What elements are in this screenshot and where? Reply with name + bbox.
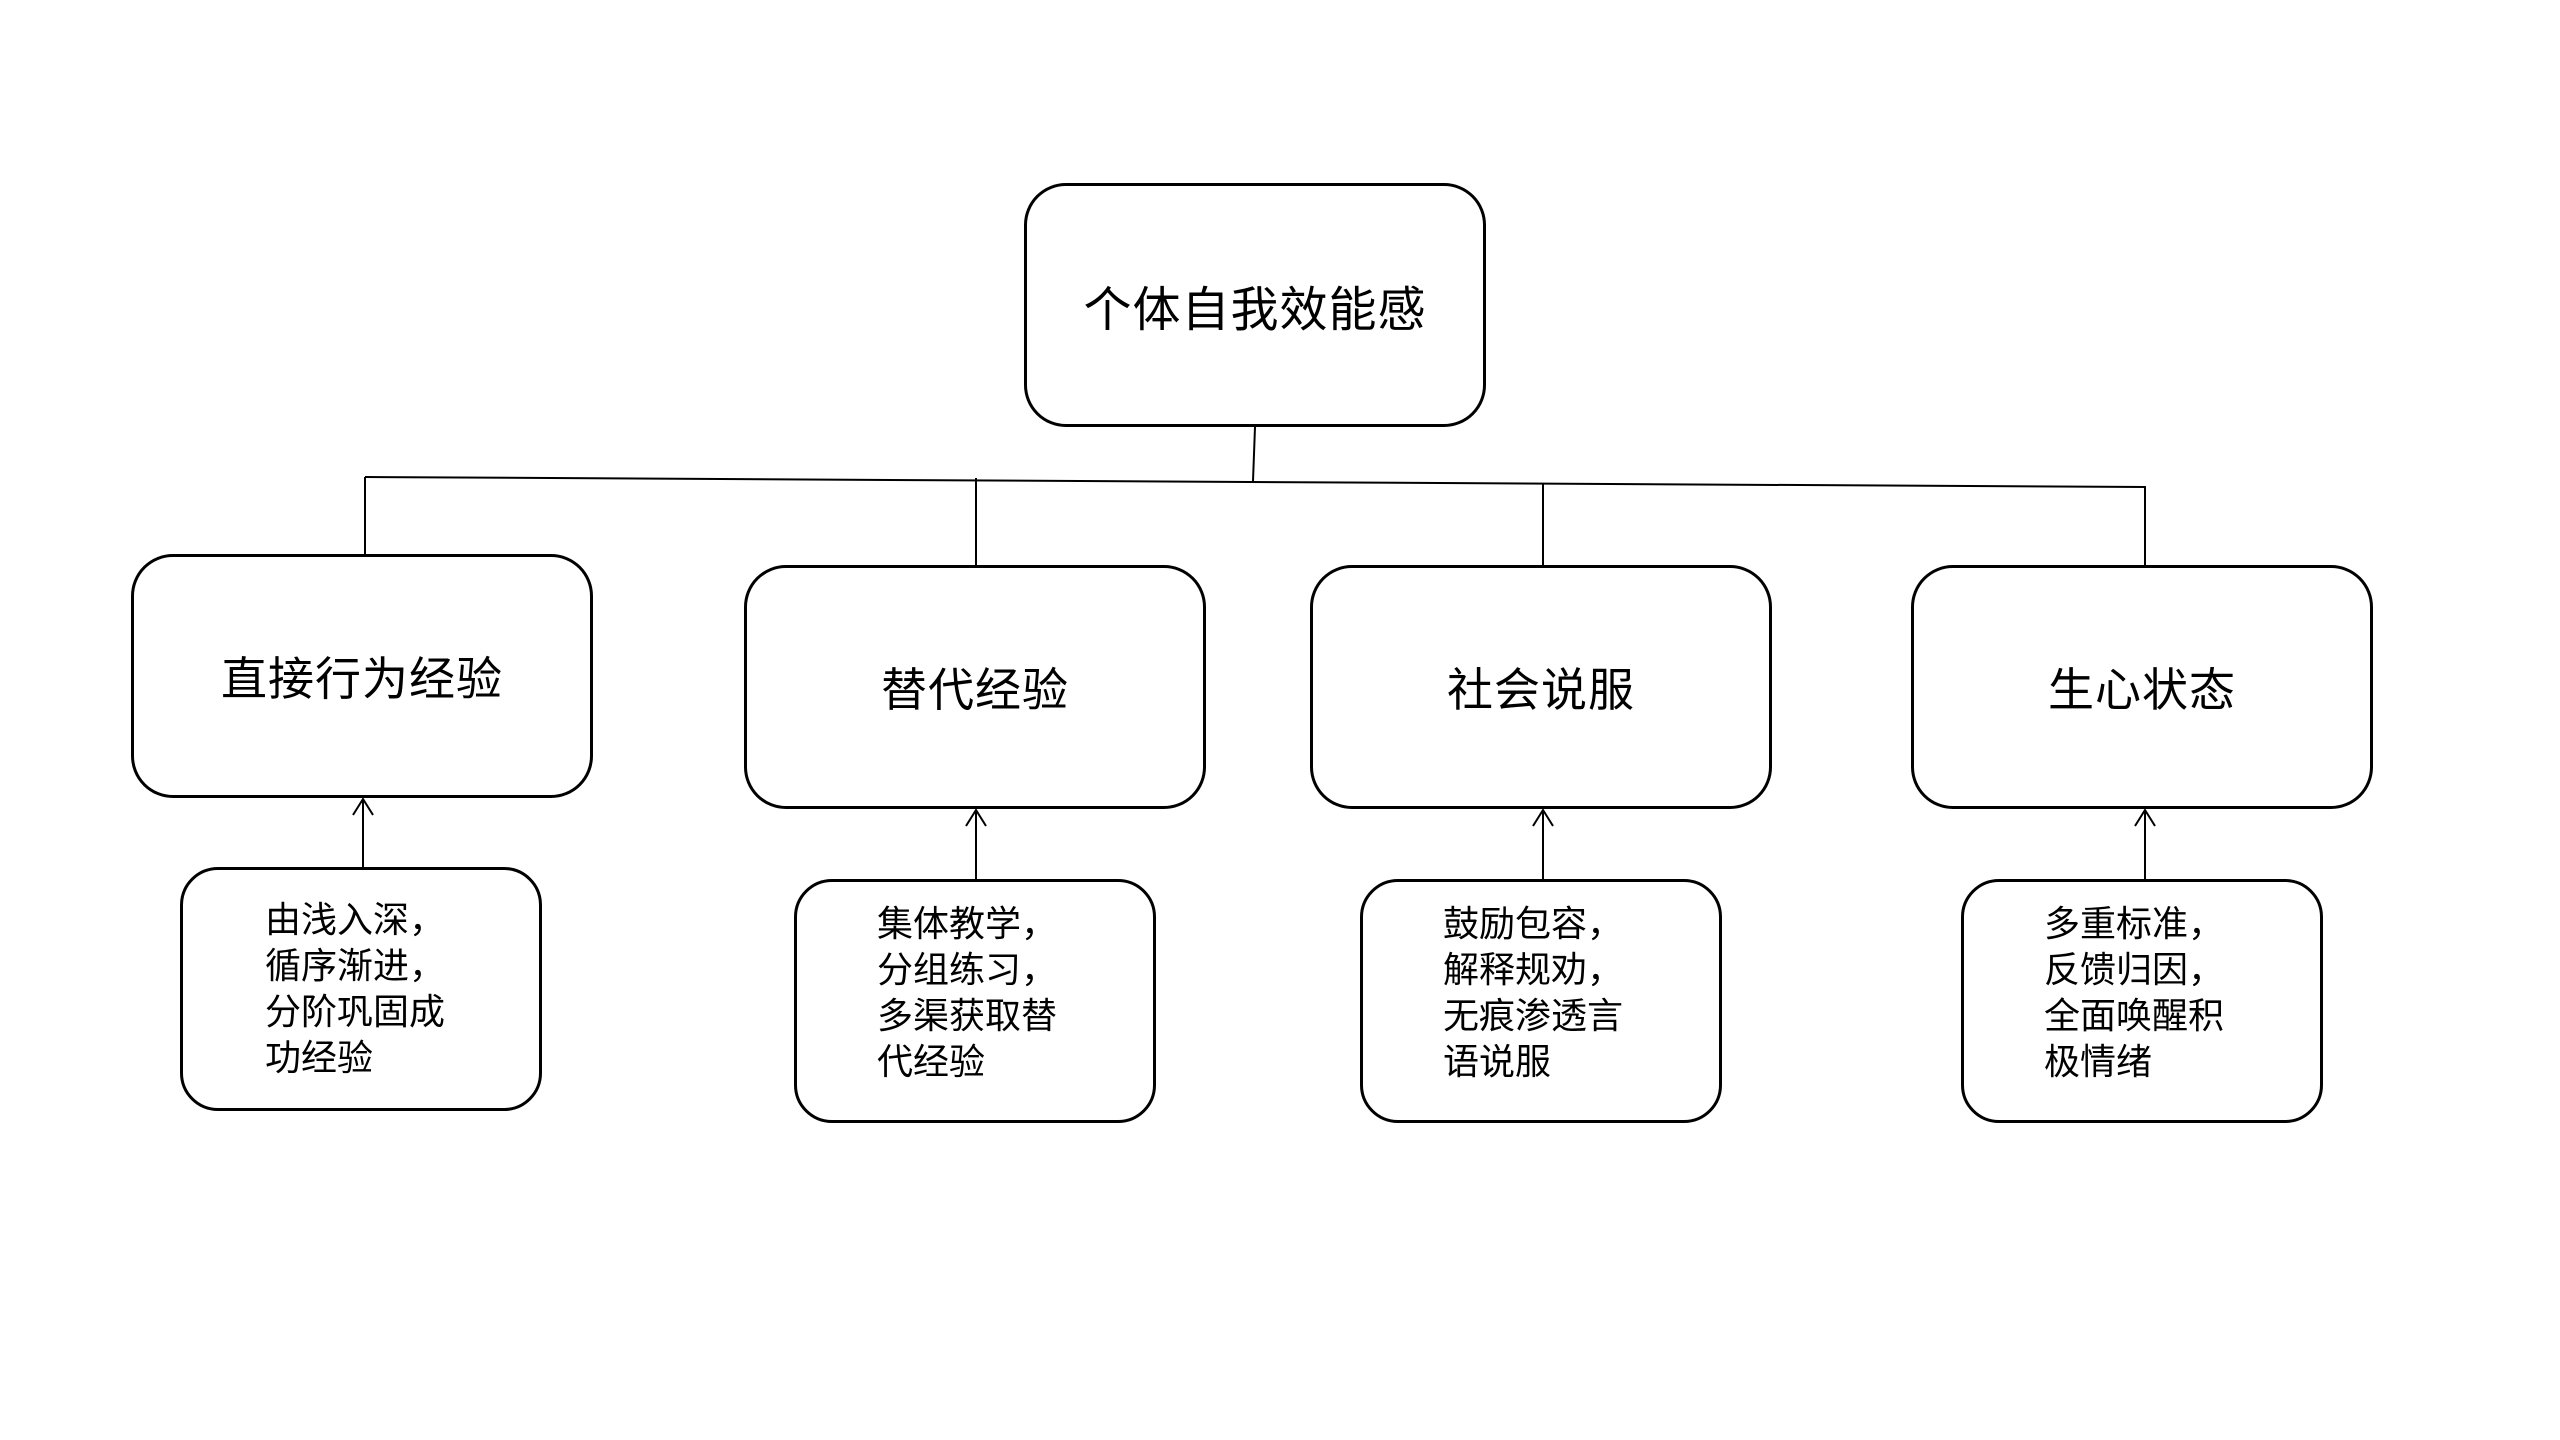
note-line: 解释规劝， bbox=[1443, 950, 1624, 991]
strategy-note-social-persuasion: 鼓励包容， 解释规劝， 无痕渗透言 语说服 bbox=[1360, 879, 1722, 1123]
note-line: 分阶巩固成 bbox=[265, 992, 446, 1033]
root-node-label: 个体自我效能感 bbox=[1083, 282, 1427, 338]
note-text: 多重标准， 反馈归因， 全面唤醒积 极情绪 bbox=[2044, 902, 2224, 1086]
arrow-3 bbox=[1532, 808, 1554, 879]
note-line: 代经验 bbox=[877, 1042, 986, 1083]
note-text: 由浅入深， 循序渐进， 分阶巩固成 功经验 bbox=[265, 898, 445, 1082]
note-line: 多重标准， bbox=[2044, 904, 2225, 945]
category-node-physiological-state: 生心状态 bbox=[1911, 565, 2373, 809]
note-text: 鼓励包容， 解释规劝， 无痕渗透言 语说服 bbox=[1443, 902, 1623, 1086]
note-line: 语说服 bbox=[1443, 1042, 1552, 1083]
category-label: 生心状态 bbox=[2048, 663, 2236, 717]
note-line: 全面唤醒积 bbox=[2044, 996, 2225, 1037]
note-line: 功经验 bbox=[265, 1038, 374, 1079]
arrow-4 bbox=[2134, 808, 2156, 879]
note-text: 集体教学， 分组练习， 多渠获取替 代经验 bbox=[877, 902, 1057, 1086]
note-line: 分组练习， bbox=[877, 950, 1058, 991]
category-label: 替代经验 bbox=[881, 663, 1069, 717]
note-line: 极情绪 bbox=[2044, 1042, 2153, 1083]
category-node-social-persuasion: 社会说服 bbox=[1310, 565, 1772, 809]
note-line: 反馈归因， bbox=[2044, 950, 2225, 991]
arrow-1 bbox=[352, 797, 374, 867]
note-line: 循序渐进， bbox=[265, 946, 446, 987]
note-line: 无痕渗透言 bbox=[1443, 996, 1624, 1037]
strategy-note-physiological-state: 多重标准， 反馈归因， 全面唤醒积 极情绪 bbox=[1961, 879, 2323, 1123]
note-line: 集体教学， bbox=[877, 904, 1058, 945]
root-stem-line bbox=[1252, 426, 1256, 482]
category-node-direct-experience: 直接行为经验 bbox=[131, 554, 593, 798]
category-label: 社会说服 bbox=[1447, 663, 1635, 717]
note-line: 多渠获取替 bbox=[877, 996, 1058, 1037]
category-node-vicarious-experience: 替代经验 bbox=[744, 565, 1206, 809]
horizontal-bus-line bbox=[364, 476, 2147, 488]
strategy-note-direct-experience: 由浅入深， 循序渐进， 分阶巩固成 功经验 bbox=[180, 867, 542, 1111]
arrow-2 bbox=[965, 808, 987, 879]
category-label: 直接行为经验 bbox=[221, 652, 503, 706]
strategy-note-vicarious-experience: 集体教学， 分组练习， 多渠获取替 代经验 bbox=[794, 879, 1156, 1123]
root-node: 个体自我效能感 bbox=[1024, 183, 1486, 427]
note-line: 鼓励包容， bbox=[1443, 904, 1624, 945]
note-line: 由浅入深， bbox=[265, 900, 446, 941]
